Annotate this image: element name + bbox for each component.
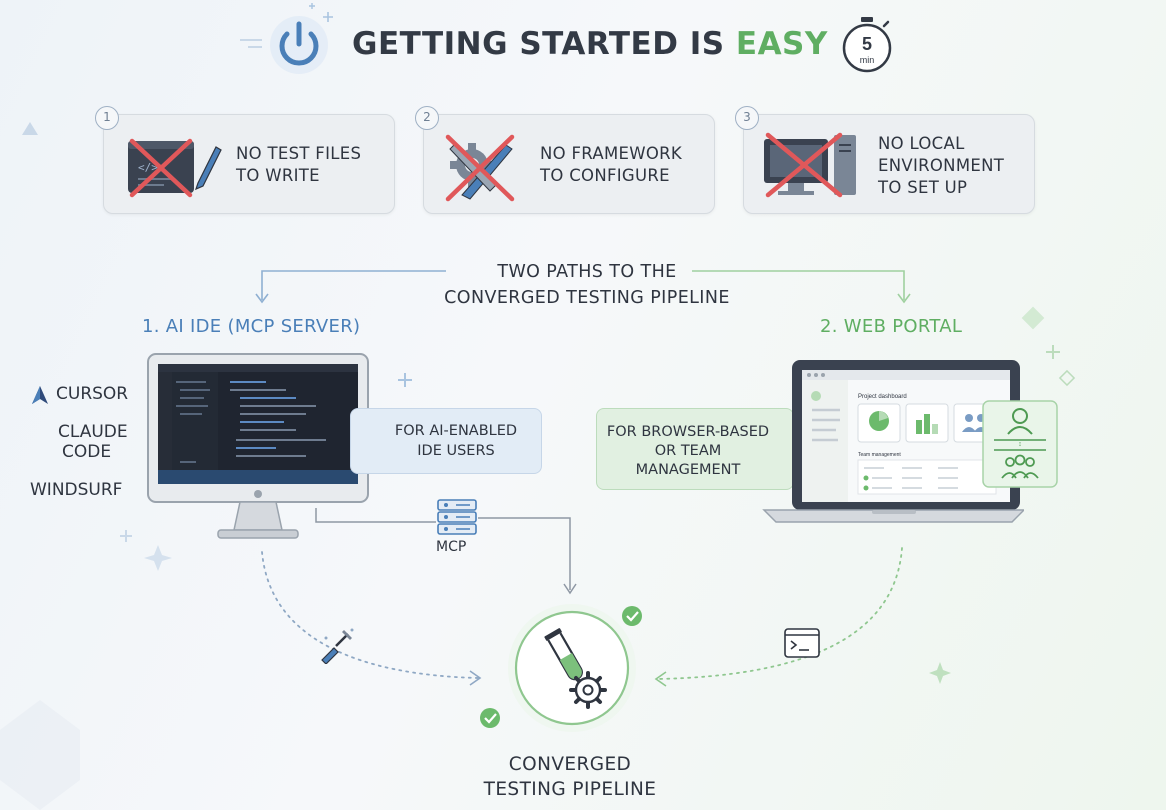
ide-tool-claude: CLAUDE bbox=[58, 422, 128, 442]
ide-path-note: FOR AI-ENABLED IDE USERS bbox=[350, 408, 542, 474]
step-number: 3 bbox=[735, 106, 759, 130]
title-emphasis: EASY bbox=[735, 26, 828, 62]
plus-decoration bbox=[323, 12, 333, 22]
check-badge-icon bbox=[480, 708, 500, 728]
svg-text:↕: ↕ bbox=[1018, 441, 1022, 448]
dashboard-title: Project dashboard bbox=[858, 394, 907, 400]
stopwatch-icon: 5 min bbox=[842, 17, 892, 73]
team-label: Team management bbox=[858, 452, 901, 458]
svg-text:</>: </> bbox=[138, 161, 158, 174]
ide-tool-cursor: CURSOR bbox=[56, 384, 129, 404]
mcp-label: MCP bbox=[436, 539, 467, 555]
ide-tool-windsurf: WINDSURF bbox=[30, 480, 123, 500]
mcp-connector bbox=[315, 508, 436, 523]
path-connector-right bbox=[692, 270, 905, 300]
arrowhead bbox=[255, 293, 269, 304]
arrowhead bbox=[897, 293, 911, 304]
web-path-note: FOR BROWSER-BASED OR TEAM MANAGEMENT bbox=[596, 408, 794, 490]
step-text-line: TO SET UP bbox=[878, 178, 968, 197]
computer-crossed-icon bbox=[764, 132, 856, 198]
plus-decoration bbox=[309, 3, 315, 9]
cursor-logo-icon bbox=[32, 386, 48, 404]
plus-decoration bbox=[120, 530, 132, 542]
step-card-3: 3 NO LOCAL ENVIRONMENT TO SET UP bbox=[735, 106, 1035, 214]
diamond-decoration bbox=[1021, 306, 1045, 330]
arrowhead bbox=[469, 670, 482, 686]
page-title: GETTING STARTED IS EASY bbox=[352, 26, 828, 62]
server-icon bbox=[437, 499, 477, 535]
power-icon bbox=[270, 16, 328, 74]
timer-unit: min bbox=[860, 55, 875, 65]
sparkle-decoration bbox=[929, 662, 951, 684]
timer-value: 5 bbox=[862, 34, 872, 54]
step-text-line: TO WRITE bbox=[236, 166, 320, 185]
code-editor-crossed-icon: </> bbox=[128, 138, 222, 198]
paths-heading: TWO PATHS TO THE CONVERGED TESTING PIPEL… bbox=[444, 262, 730, 308]
step-text-line: NO TEST FILES bbox=[236, 144, 362, 163]
step-number: 2 bbox=[415, 106, 439, 130]
pipeline-label: CONVERGED TESTING PIPELINE bbox=[483, 754, 657, 800]
sparkle-decoration bbox=[144, 545, 172, 571]
triangle-decoration bbox=[22, 122, 38, 135]
mcp-to-pipeline-connector bbox=[478, 517, 571, 590]
gear-icon bbox=[569, 671, 607, 709]
terminal-icon bbox=[784, 628, 820, 658]
plus-decoration bbox=[1046, 345, 1060, 359]
step-text-line: TO CONFIGURE bbox=[540, 166, 670, 185]
ide-tool-code: CODE bbox=[62, 442, 112, 462]
step-text-line: NO FRAMEWORK bbox=[540, 144, 682, 163]
arrowhead bbox=[563, 583, 577, 595]
hexagon-decoration bbox=[0, 700, 80, 810]
check-badge-icon bbox=[622, 606, 642, 626]
ide-path-label: 1. AI IDE (MCP SERVER) bbox=[142, 316, 361, 337]
step-card-2: 2 NO FRAMEWORK TO CONFIGURE bbox=[415, 106, 715, 214]
step-card-1: 1 </> NO TEST FILES TO WRITE bbox=[95, 106, 395, 214]
web-path-label: 2. WEB PORTAL bbox=[820, 316, 963, 337]
step-text-line: ENVIRONMENT bbox=[878, 156, 1005, 175]
arrowhead bbox=[654, 671, 667, 687]
plus-decoration bbox=[398, 373, 412, 387]
screwdriver-icon bbox=[321, 628, 354, 664]
tools-crossed-icon bbox=[445, 134, 515, 202]
web-dotted-connector bbox=[657, 547, 903, 680]
ide-dotted-connector bbox=[261, 551, 479, 679]
motion-lines-decoration bbox=[240, 39, 262, 48]
step-number: 1 bbox=[95, 106, 119, 130]
diamond-decoration bbox=[1058, 369, 1076, 387]
step-text-line: NO LOCAL bbox=[878, 134, 965, 153]
ide-monitor-illustration bbox=[147, 353, 369, 539]
team-management-card: ↕ bbox=[982, 400, 1058, 488]
path-connector-left bbox=[261, 270, 446, 300]
pipeline-hub bbox=[480, 604, 642, 732]
